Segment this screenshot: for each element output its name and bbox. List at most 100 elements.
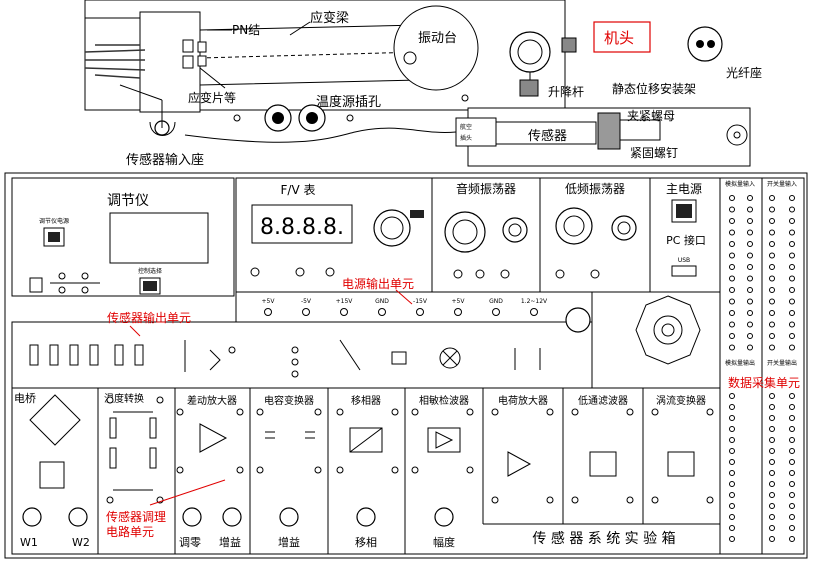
do-terminal[interactable] [769, 415, 775, 421]
power-terminal[interactable] [530, 308, 538, 316]
do-terminal[interactable] [789, 393, 795, 399]
di-terminal[interactable] [789, 298, 795, 305]
do-terminal[interactable] [789, 404, 795, 410]
do-terminal[interactable] [769, 426, 775, 432]
di-terminal[interactable] [769, 229, 775, 236]
do-terminal[interactable] [769, 481, 775, 487]
w1-knob[interactable] [22, 507, 42, 527]
adc2-terminal[interactable] [729, 459, 735, 465]
zero-adj-knob[interactable] [182, 507, 202, 527]
do-terminal[interactable] [789, 481, 795, 487]
di-terminal[interactable] [789, 321, 795, 328]
unit-terminal[interactable] [571, 496, 579, 504]
fiber-seat[interactable] [687, 26, 723, 62]
unit-terminal[interactable] [626, 496, 634, 504]
adc-terminal[interactable] [747, 287, 753, 293]
adc2-terminal[interactable] [729, 470, 735, 476]
do-terminal[interactable] [769, 404, 775, 410]
di-terminal[interactable] [789, 264, 795, 270]
di-terminal[interactable] [769, 333, 775, 339]
unit-terminal[interactable] [706, 408, 714, 416]
adc-terminal[interactable] [747, 344, 753, 351]
adc-terminal[interactable] [729, 333, 735, 339]
unit-terminal[interactable] [256, 466, 264, 474]
di-terminal[interactable] [789, 195, 795, 201]
di-terminal[interactable] [789, 252, 795, 259]
unit-terminal[interactable] [626, 408, 634, 416]
adc-terminal[interactable] [729, 252, 735, 259]
adc-terminal[interactable] [747, 252, 753, 259]
lift-rod-screw[interactable] [561, 37, 577, 53]
do-terminal[interactable] [769, 492, 775, 498]
adc-terminal[interactable] [729, 321, 735, 328]
unit-terminal[interactable] [651, 408, 659, 416]
w2-knob[interactable] [68, 507, 88, 527]
unit-terminal[interactable] [336, 466, 344, 474]
di-terminal[interactable] [789, 310, 795, 316]
power-terminal[interactable] [264, 308, 272, 316]
adc2-terminal[interactable] [729, 437, 735, 443]
adc-terminal[interactable] [747, 241, 753, 247]
unit-terminal[interactable] [546, 496, 554, 504]
di-terminal[interactable] [769, 206, 775, 213]
power-terminal[interactable] [302, 308, 310, 316]
adc-terminal[interactable] [729, 287, 735, 293]
do-terminal[interactable] [789, 459, 795, 465]
di-terminal[interactable] [769, 264, 775, 270]
adc-terminal[interactable] [729, 310, 735, 316]
do-terminal[interactable] [769, 503, 775, 509]
do-terminal[interactable] [769, 393, 775, 399]
di-terminal[interactable] [789, 287, 795, 293]
adc2-terminal[interactable] [729, 481, 735, 487]
unit-terminal[interactable] [466, 408, 474, 416]
power-terminal[interactable] [416, 308, 424, 316]
adc-terminal[interactable] [747, 229, 753, 236]
gain-knob[interactable] [222, 507, 242, 527]
adc-terminal[interactable] [729, 229, 735, 236]
adc-terminal[interactable] [747, 333, 753, 339]
power-terminal[interactable] [378, 308, 386, 316]
do-terminal[interactable] [789, 470, 795, 476]
adc-terminal[interactable] [747, 298, 753, 305]
di-terminal[interactable] [769, 298, 775, 305]
do-terminal[interactable] [769, 470, 775, 476]
unit-terminal[interactable] [314, 466, 322, 474]
di-terminal[interactable] [769, 275, 775, 282]
do-terminal[interactable] [769, 448, 775, 454]
di-terminal[interactable] [789, 241, 795, 247]
adc-terminal[interactable] [729, 195, 735, 201]
di-terminal[interactable] [769, 287, 775, 293]
do-terminal[interactable] [769, 525, 775, 531]
adc2-terminal[interactable] [729, 426, 735, 432]
di-terminal[interactable] [769, 241, 775, 247]
lock-screw[interactable] [726, 124, 748, 146]
adc2-terminal[interactable] [729, 492, 735, 498]
adc-terminal[interactable] [747, 321, 753, 328]
unit-terminal[interactable] [176, 408, 184, 416]
unit-terminal[interactable] [156, 396, 164, 404]
adc2-terminal[interactable] [729, 514, 735, 520]
adc-terminal[interactable] [729, 206, 735, 213]
lift-rod-knob[interactable] [519, 79, 539, 97]
do-terminal[interactable] [789, 415, 795, 421]
di-terminal[interactable] [769, 195, 775, 201]
do-terminal[interactable] [789, 514, 795, 520]
do-terminal[interactable] [789, 525, 795, 531]
phase-knob[interactable] [356, 507, 376, 527]
unit-terminal[interactable] [491, 496, 499, 504]
do-terminal[interactable] [769, 536, 775, 542]
do-terminal[interactable] [769, 437, 775, 443]
adc-terminal[interactable] [747, 264, 753, 270]
unit-terminal[interactable] [236, 466, 244, 474]
adc2-terminal[interactable] [729, 448, 735, 454]
adc2-terminal[interactable] [729, 536, 735, 542]
unit-terminal[interactable] [336, 408, 344, 416]
unit-terminal[interactable] [391, 466, 399, 474]
di-terminal[interactable] [769, 252, 775, 259]
adc2-terminal[interactable] [729, 503, 735, 509]
adc-terminal[interactable] [729, 344, 735, 351]
adc-terminal[interactable] [747, 310, 753, 316]
unit-terminal[interactable] [411, 408, 419, 416]
power-terminal[interactable] [454, 308, 462, 316]
di-terminal[interactable] [789, 275, 795, 282]
